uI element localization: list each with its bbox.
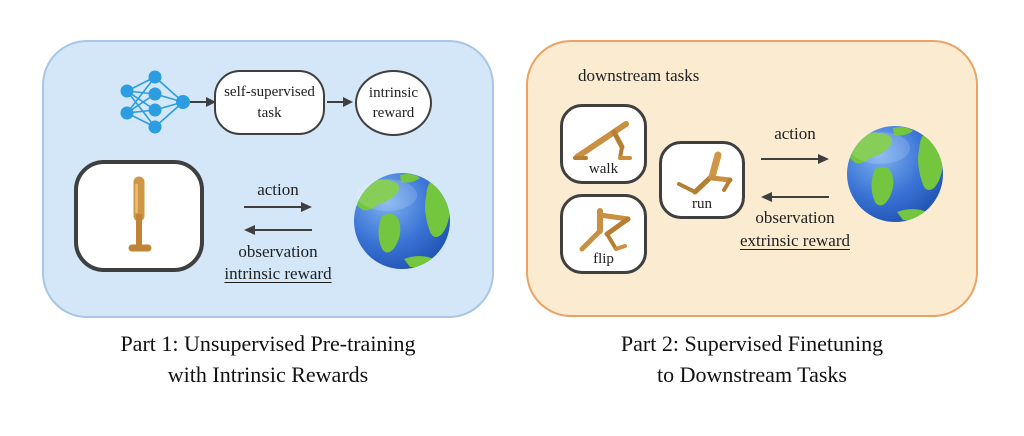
observation-arrow-icon — [244, 225, 312, 235]
earth-globe-icon — [847, 126, 943, 222]
task-box-run: run — [659, 141, 745, 219]
action-label: action — [257, 180, 299, 199]
action-arrow-icon — [244, 202, 312, 212]
walker-run-icon — [677, 151, 733, 195]
walker-flip-icon — [579, 208, 630, 252]
self-supervised-task-box: self-supervised task — [214, 70, 325, 135]
pretraining-panel: self-supervised task intrinsic reward ac… — [42, 40, 494, 318]
arrow-right-icon — [327, 97, 353, 107]
panel1-caption-line1: Part 1: Unsupervised Pre-training — [120, 331, 416, 356]
walker-walk-icon — [572, 121, 632, 160]
observation-label: observation — [238, 242, 318, 261]
intrinsic-reward-box: intrinsic reward — [355, 70, 432, 136]
downstream-tasks-label: downstream tasks — [578, 66, 700, 85]
panel2-caption-line2: to Downstream Tasks — [657, 362, 847, 387]
self-supervised-task-label: self-supervised task — [224, 84, 315, 121]
walk-label: walk — [588, 161, 619, 177]
walker-standing-icon — [128, 176, 152, 252]
task-box-flip: flip — [560, 194, 647, 274]
run-label: run — [692, 196, 712, 212]
agent-box — [74, 160, 204, 272]
arrow-right-icon — [190, 97, 216, 107]
action-label: action — [774, 124, 816, 143]
action-arrow-icon — [761, 154, 829, 164]
task-box-walk: walk — [560, 104, 647, 184]
neural-network-icon — [120, 70, 190, 134]
earth-globe-icon — [354, 173, 450, 269]
panel2-caption: Part 2: Supervised Finetuning to Downstr… — [526, 328, 978, 390]
panel1-caption: Part 1: Unsupervised Pre-training with I… — [42, 328, 494, 390]
finetuning-panel: downstream tasks walk flip — [526, 40, 978, 317]
intrinsic-reward-loop-label: intrinsic reward — [224, 264, 332, 283]
observation-label: observation — [755, 208, 835, 227]
panel1-caption-line2: with Intrinsic Rewards — [167, 362, 369, 387]
observation-arrow-icon — [761, 192, 829, 202]
panel2-caption-line1: Part 2: Supervised Finetuning — [620, 331, 884, 356]
flip-label: flip — [593, 251, 614, 267]
intrinsic-reward-node-label: intrinsic reward — [368, 84, 419, 121]
extrinsic-reward-loop-label: extrinsic reward — [740, 231, 850, 250]
